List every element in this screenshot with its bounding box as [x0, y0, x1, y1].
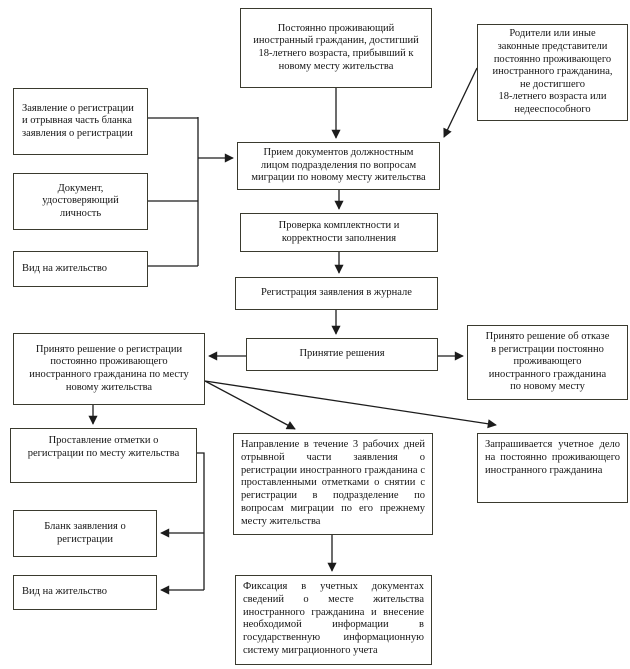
arrow-register-to-forwarding	[204, 380, 296, 430]
node-decision: Принятие решения	[246, 338, 438, 371]
node-residence-permit: Вид на жительство	[13, 251, 148, 287]
node-applicant: Постоянно проживающий иностранный гражда…	[240, 8, 432, 88]
node-fixation: Фиксация в учетных документах сведений о…	[235, 575, 432, 665]
node-application-form: Бланк заявления о регистрации	[13, 510, 157, 557]
node-application: Заявление о регистрации и отрывная часть…	[13, 88, 148, 155]
node-journal-registration: Регистрация заявления в журнале	[235, 277, 438, 310]
arrow-parents-to-reception	[443, 67, 478, 138]
node-decision-refuse: Принято решение об отказе в регистрации …	[467, 325, 628, 400]
node-case-request: Запрашивается учетное дело на постоянно …	[477, 433, 628, 503]
node-identity-document: Документ, удостоверяющий личность	[13, 173, 148, 230]
node-forwarding: Направление в течение 3 рабочих дней отр…	[233, 433, 433, 535]
node-parents: Родители или иные законные представители…	[477, 24, 628, 121]
node-decision-register: Принято решение о регистрации постоянно …	[13, 333, 205, 405]
node-reception: Прием документов должностным лицом подра…	[237, 142, 440, 190]
node-residence-permit-2: Вид на жительство	[13, 575, 157, 610]
node-mark-placement: Проставление отметки о регистрации по ме…	[10, 428, 197, 483]
arrow-register-to-case-request	[204, 380, 497, 429]
branch-line-mark	[197, 452, 205, 590]
node-completeness-check: Проверка комплектности и корректности за…	[240, 213, 438, 252]
